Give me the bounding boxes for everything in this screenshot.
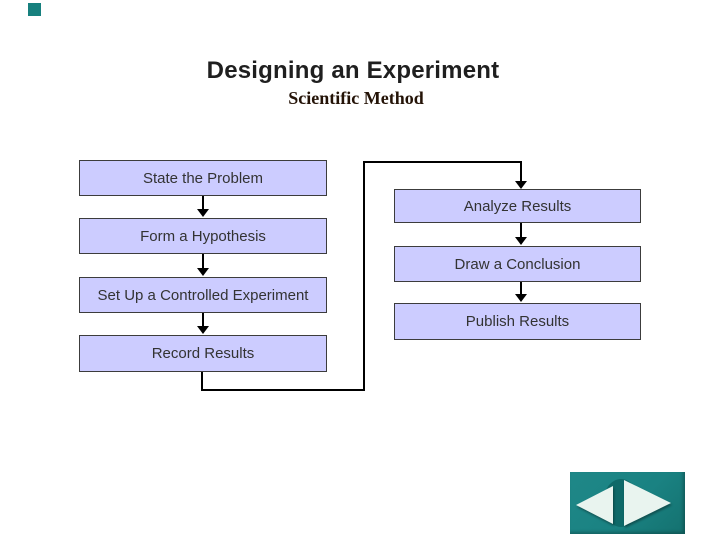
flow-box-publish-results: Publish Results	[394, 303, 641, 340]
connector-line	[363, 161, 365, 391]
slide-title: Designing an Experiment	[206, 57, 500, 84]
flow-box-draw-a-conclusion: Draw a Conclusion	[394, 246, 641, 282]
down-arrow-icon	[197, 196, 209, 217]
slide-nav	[570, 472, 685, 534]
connector-line	[363, 161, 522, 163]
flow-box-form-a-hypothesis: Form a Hypothesis	[79, 218, 327, 254]
nav-forward-button[interactable]	[624, 480, 671, 526]
flow-box-state-the-problem: State the Problem	[79, 160, 327, 196]
down-arrow-icon	[197, 313, 209, 334]
connector-line	[201, 389, 365, 391]
corner-marker	[28, 3, 41, 16]
down-arrow-icon	[515, 161, 527, 189]
connector-line	[201, 372, 203, 391]
flow-box-analyze-results: Analyze Results	[394, 189, 641, 223]
down-arrow-icon	[515, 223, 527, 245]
flow-box-set-up-controlled-experiment: Set Up a Controlled Experiment	[79, 277, 327, 313]
nav-back-button[interactable]	[576, 486, 613, 524]
flow-box-record-results: Record Results	[79, 335, 327, 372]
down-arrow-icon	[197, 254, 209, 276]
slide-subtitle: Scientific Method	[288, 88, 424, 108]
down-arrow-icon	[515, 282, 527, 302]
